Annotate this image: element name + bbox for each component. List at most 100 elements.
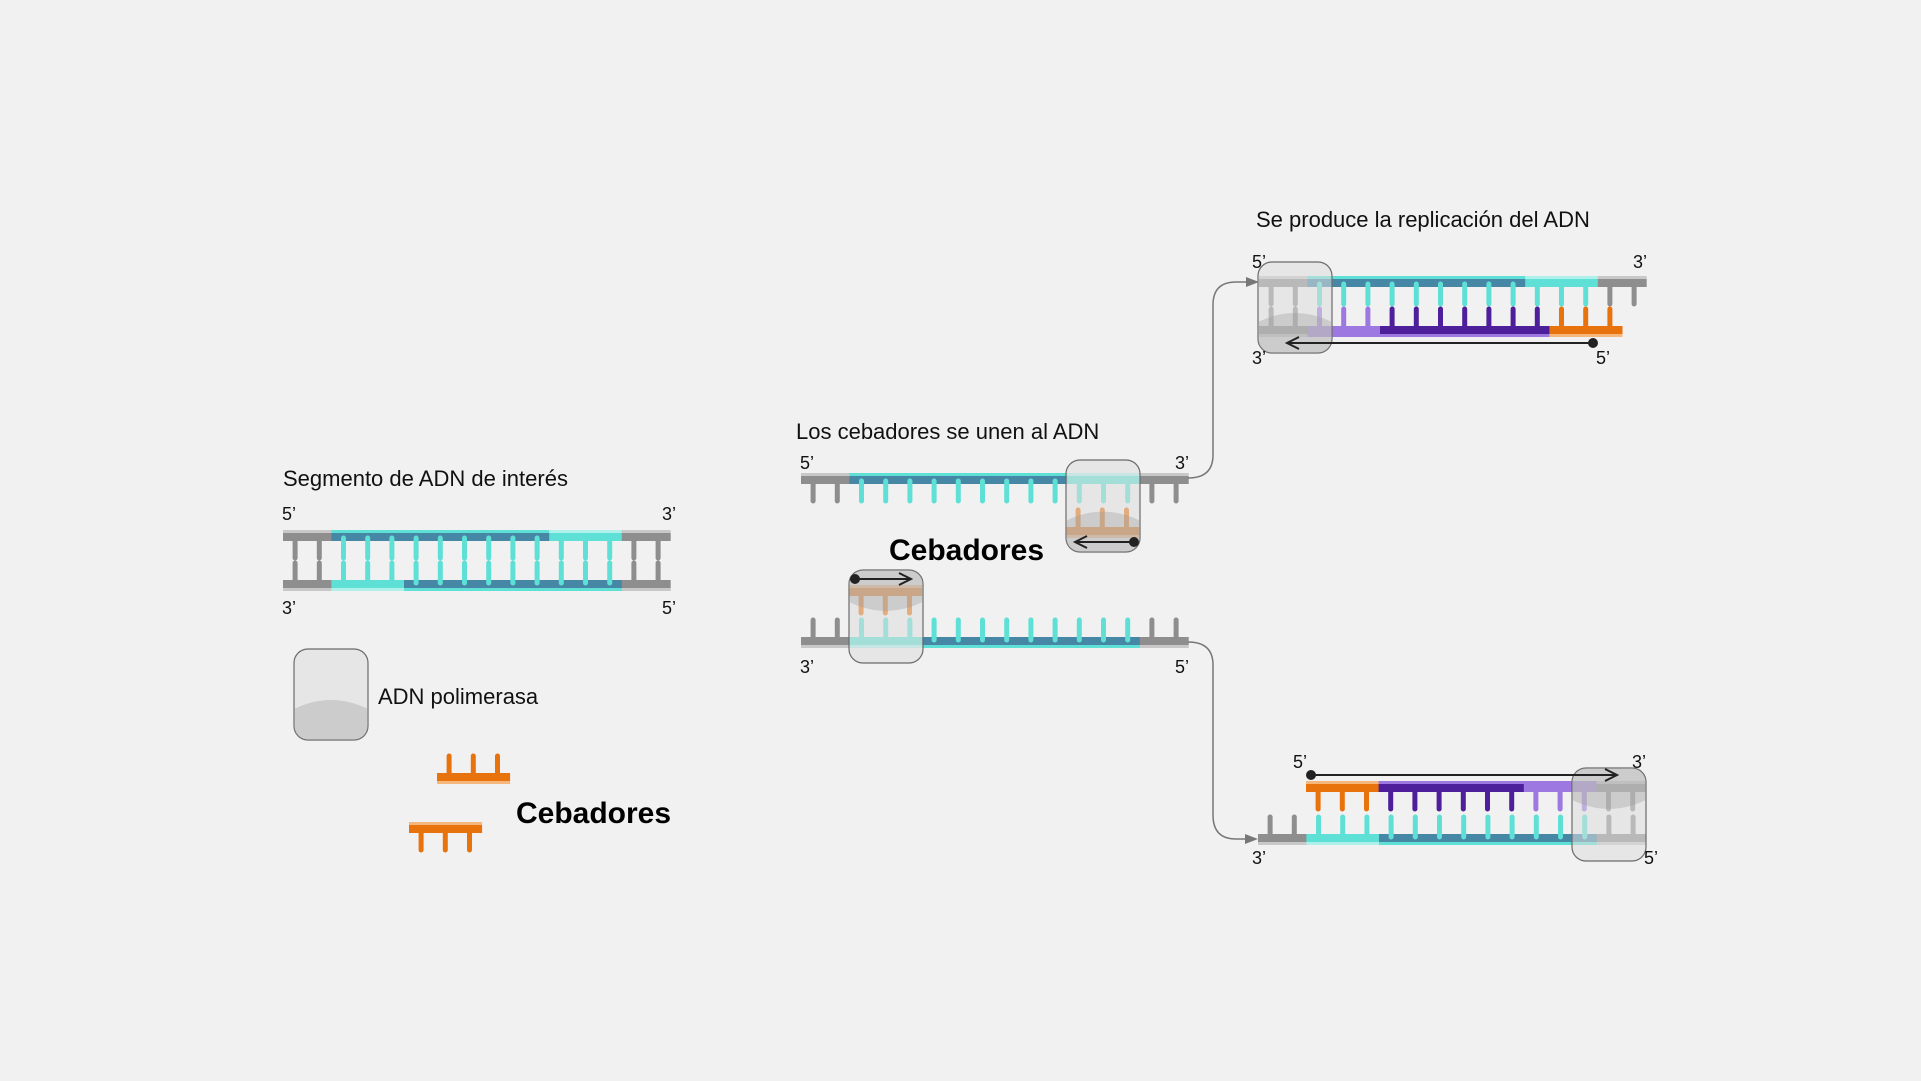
legend-primers-label: Cebadores [516, 797, 671, 830]
backbone-edge [485, 781, 511, 784]
backbone-edge [573, 530, 599, 533]
arrow-head [898, 572, 914, 586]
backbone-edge [573, 588, 599, 591]
polymerase-body [293, 648, 369, 741]
backbone-edge [1043, 473, 1068, 476]
backbone-edge [1524, 842, 1549, 845]
panel-2-polymerase-forward [848, 569, 924, 664]
panel-1-bottom-3-end: 3’ [282, 598, 296, 618]
backbone-edge [500, 588, 526, 591]
panel-1-bottom-5-end: 5’ [662, 598, 676, 618]
connector-arrowhead-top [1246, 277, 1259, 287]
backbone-edge [1306, 842, 1332, 845]
backbone-edge [409, 822, 434, 825]
backbone-edge [646, 530, 671, 533]
legend-polymerase-label: ADN polimerasa [378, 684, 539, 709]
backbone-edge [1500, 842, 1525, 845]
backbone-edge [646, 588, 671, 591]
polymerase-shade [849, 570, 923, 611]
polymerase-shade [294, 700, 368, 740]
panel-4-template-3-end: 3’ [1252, 848, 1266, 868]
backbone-edge [1403, 842, 1428, 845]
arrow-head [1604, 768, 1620, 782]
arrow-head [1284, 336, 1300, 350]
backbone-edge [1501, 276, 1526, 279]
backbone-edge [970, 473, 996, 476]
backbone-edge [452, 588, 478, 591]
backbone-edge [1018, 645, 1044, 648]
panel-4-new-3-end: 3’ [1632, 752, 1646, 772]
backbone-edge [1139, 645, 1165, 648]
panel-1-top-strand [283, 530, 671, 561]
backbone-edge [1402, 781, 1428, 784]
backbone-edge [457, 822, 483, 825]
backbone-edge [476, 588, 502, 591]
direction-arrows-layer [850, 336, 1620, 782]
backbone-edge [404, 530, 429, 533]
backbone-edge [428, 530, 453, 533]
backbone-edge [994, 473, 1020, 476]
backbone-edge [897, 473, 923, 476]
panel-1-top-3-end: 3’ [662, 504, 676, 524]
panel-4-template-5-end: 5’ [1644, 848, 1658, 868]
panel-3-title: Se produce la replicación del ADN [1256, 207, 1590, 232]
arrow-origin-dot [1129, 537, 1139, 547]
panel-3-new-5-end: 5’ [1596, 348, 1610, 368]
backbone-edge [1330, 781, 1355, 784]
backbone-edge [500, 530, 526, 533]
backbone-edge [1428, 276, 1454, 279]
panel-4-polymerase [1571, 767, 1647, 862]
backbone-edge [433, 822, 458, 825]
backbone-edge [1476, 276, 1502, 279]
backbone-edge [331, 588, 357, 591]
backbone-edge [307, 588, 332, 591]
polymerase-body [1065, 459, 1141, 553]
backbone-edge [404, 588, 429, 591]
backbone-edge [1452, 276, 1478, 279]
panel-2-arrow-forward [850, 572, 914, 586]
backbone-edge [525, 588, 550, 591]
panel-2-arrow-reverse [1072, 535, 1139, 549]
backbone-edge [597, 530, 623, 533]
panel-3-synthesis-arrow [1284, 336, 1598, 350]
panel-2-top-5-end: 5’ [800, 453, 814, 473]
panel-3-new-strand [1259, 306, 1623, 337]
backbone-edge [1091, 645, 1117, 648]
backbone-edge [331, 530, 357, 533]
backbone-edge [437, 781, 462, 784]
panel-4-synthesis-arrow [1306, 768, 1620, 782]
panel-2-bottom-5-end: 5’ [1175, 657, 1189, 677]
backbone-edge [428, 588, 453, 591]
backbone-edge [801, 473, 826, 476]
backbone-edge [1451, 781, 1476, 784]
backbone-edge [994, 645, 1020, 648]
backbone-edge [1499, 781, 1525, 784]
backbone-edge [1525, 334, 1550, 337]
backbone-edge [1404, 276, 1429, 279]
polymerase-body [848, 569, 924, 664]
backbone-edge [379, 588, 405, 591]
arrow-origin-dot [850, 574, 860, 584]
backbone-edge [1573, 276, 1599, 279]
backbone-edge [283, 588, 308, 591]
backbone-edge [621, 530, 647, 533]
backbone-edge [1018, 473, 1044, 476]
legend-polymerase-icon [293, 648, 369, 741]
backbone-edge [355, 530, 381, 533]
panel-3-template-3-end: 3’ [1633, 252, 1647, 272]
backbone-edge [379, 530, 405, 533]
connector-arrow-to-replication-bottom [1187, 641, 1251, 840]
backbone-edge [1597, 334, 1623, 337]
backbone-edge [307, 530, 332, 533]
backbone-edge [1573, 334, 1599, 337]
backbone-edge [1164, 645, 1189, 648]
backbone-edge [1330, 842, 1356, 845]
backbone-edge [283, 530, 308, 533]
backbone-edge [1475, 842, 1501, 845]
legend-primer-top [437, 753, 511, 784]
backbone-edge [1548, 842, 1574, 845]
backbone-edge [1354, 781, 1380, 784]
backbone-edge [1549, 276, 1575, 279]
backbone-edge [1043, 645, 1068, 648]
